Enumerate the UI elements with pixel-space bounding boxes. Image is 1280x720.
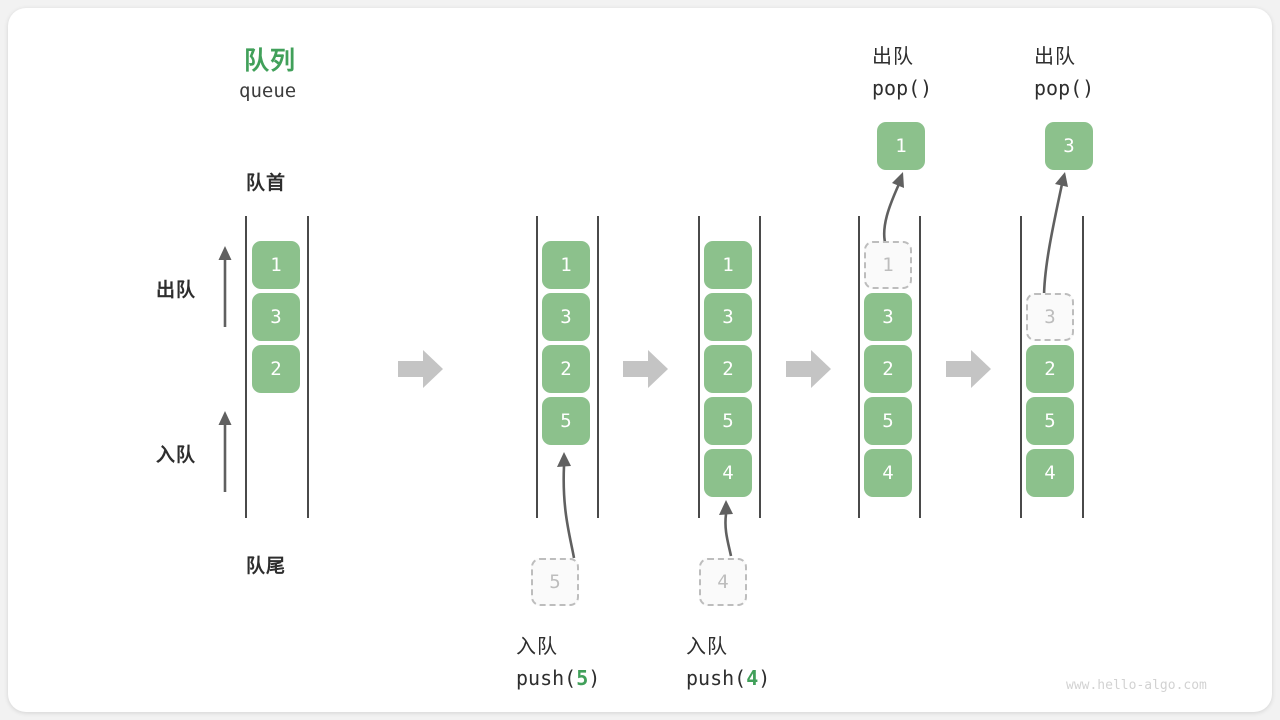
right-block-arrow-icon: [946, 349, 992, 389]
code-suffix: ): [758, 666, 771, 690]
code-suffix: ): [588, 666, 601, 690]
queue-cell: 3: [864, 293, 912, 341]
queue-cell: 3: [704, 293, 752, 341]
rear-label: 队尾: [246, 556, 287, 577]
queue-cell: 4: [704, 449, 752, 497]
stage-caption-code: push(5): [516, 666, 600, 690]
queue-cell-ghost: 3: [1026, 293, 1074, 341]
figure-title-cn: 队列: [244, 47, 297, 75]
popped-element: 3: [1045, 122, 1093, 170]
code-prefix: push(: [516, 666, 577, 690]
code-arg: 4: [746, 666, 759, 690]
figure-title-en: queue: [239, 80, 297, 102]
queue-cell: 3: [542, 293, 590, 341]
queue-rail-right: [307, 216, 309, 518]
queue-cell: 5: [1026, 397, 1074, 445]
queue-rail-right: [597, 216, 599, 518]
stage-caption-cn: 出队: [1034, 46, 1076, 68]
stage-caption-cn: 入队: [516, 636, 558, 658]
dequeue-direction-label: 出队: [156, 280, 197, 301]
queue-rail-left: [698, 216, 700, 518]
queue-rail-left: [1020, 216, 1022, 518]
queue-cell: 1: [542, 241, 590, 289]
queue-cell: 2: [542, 345, 590, 393]
queue-cell: 2: [704, 345, 752, 393]
queue-rail-left: [245, 216, 247, 518]
stage-caption-code: push(4): [686, 666, 770, 690]
popped-element: 1: [877, 122, 925, 170]
curved-arrow-icon: [712, 496, 746, 558]
stage-caption-code: pop(): [872, 76, 933, 100]
queue-cell: 5: [864, 397, 912, 445]
curved-arrow-icon: [1030, 170, 1074, 300]
right-block-arrow-icon: [786, 349, 832, 389]
stage-caption-cn: 出队: [872, 46, 914, 68]
queue-rail-right: [919, 216, 921, 518]
queue-cell: 5: [542, 397, 590, 445]
queue-cell: 1: [252, 241, 300, 289]
queue-rail-right: [759, 216, 761, 518]
queue-rail-right: [1082, 216, 1084, 518]
right-block-arrow-icon: [623, 349, 669, 389]
curved-arrow-icon: [548, 440, 588, 560]
queue-cell: 1: [704, 241, 752, 289]
queue-cell: 2: [1026, 345, 1074, 393]
queue-cell: 4: [1026, 449, 1074, 497]
curved-arrow-icon: [868, 170, 908, 248]
queue-cell: 5: [704, 397, 752, 445]
queue-cell: 3: [252, 293, 300, 341]
incoming-element-ghost: 4: [699, 558, 747, 606]
watermark: www.hello-algo.com: [1066, 678, 1207, 693]
stage-caption-cn: 入队: [686, 636, 728, 658]
right-block-arrow-icon: [398, 349, 444, 389]
queue-cell-ghost: 1: [864, 241, 912, 289]
code-arg: 5: [576, 666, 589, 690]
front-label: 队首: [246, 173, 287, 194]
up-arrow-icon: [214, 410, 236, 492]
queue-rail-left: [858, 216, 860, 518]
figure-card: 队列 queue 队首 队尾 出队 入队 1 3 2 1 3 2 5 5: [8, 8, 1272, 712]
stage-caption-code: pop(): [1034, 76, 1095, 100]
queue-cell: 2: [252, 345, 300, 393]
enqueue-direction-label: 入队: [156, 445, 197, 466]
queue-cell: 2: [864, 345, 912, 393]
queue-rail-left: [536, 216, 538, 518]
up-arrow-icon: [214, 245, 236, 327]
incoming-element-ghost: 5: [531, 558, 579, 606]
code-prefix: push(: [686, 666, 747, 690]
queue-cell: 4: [864, 449, 912, 497]
